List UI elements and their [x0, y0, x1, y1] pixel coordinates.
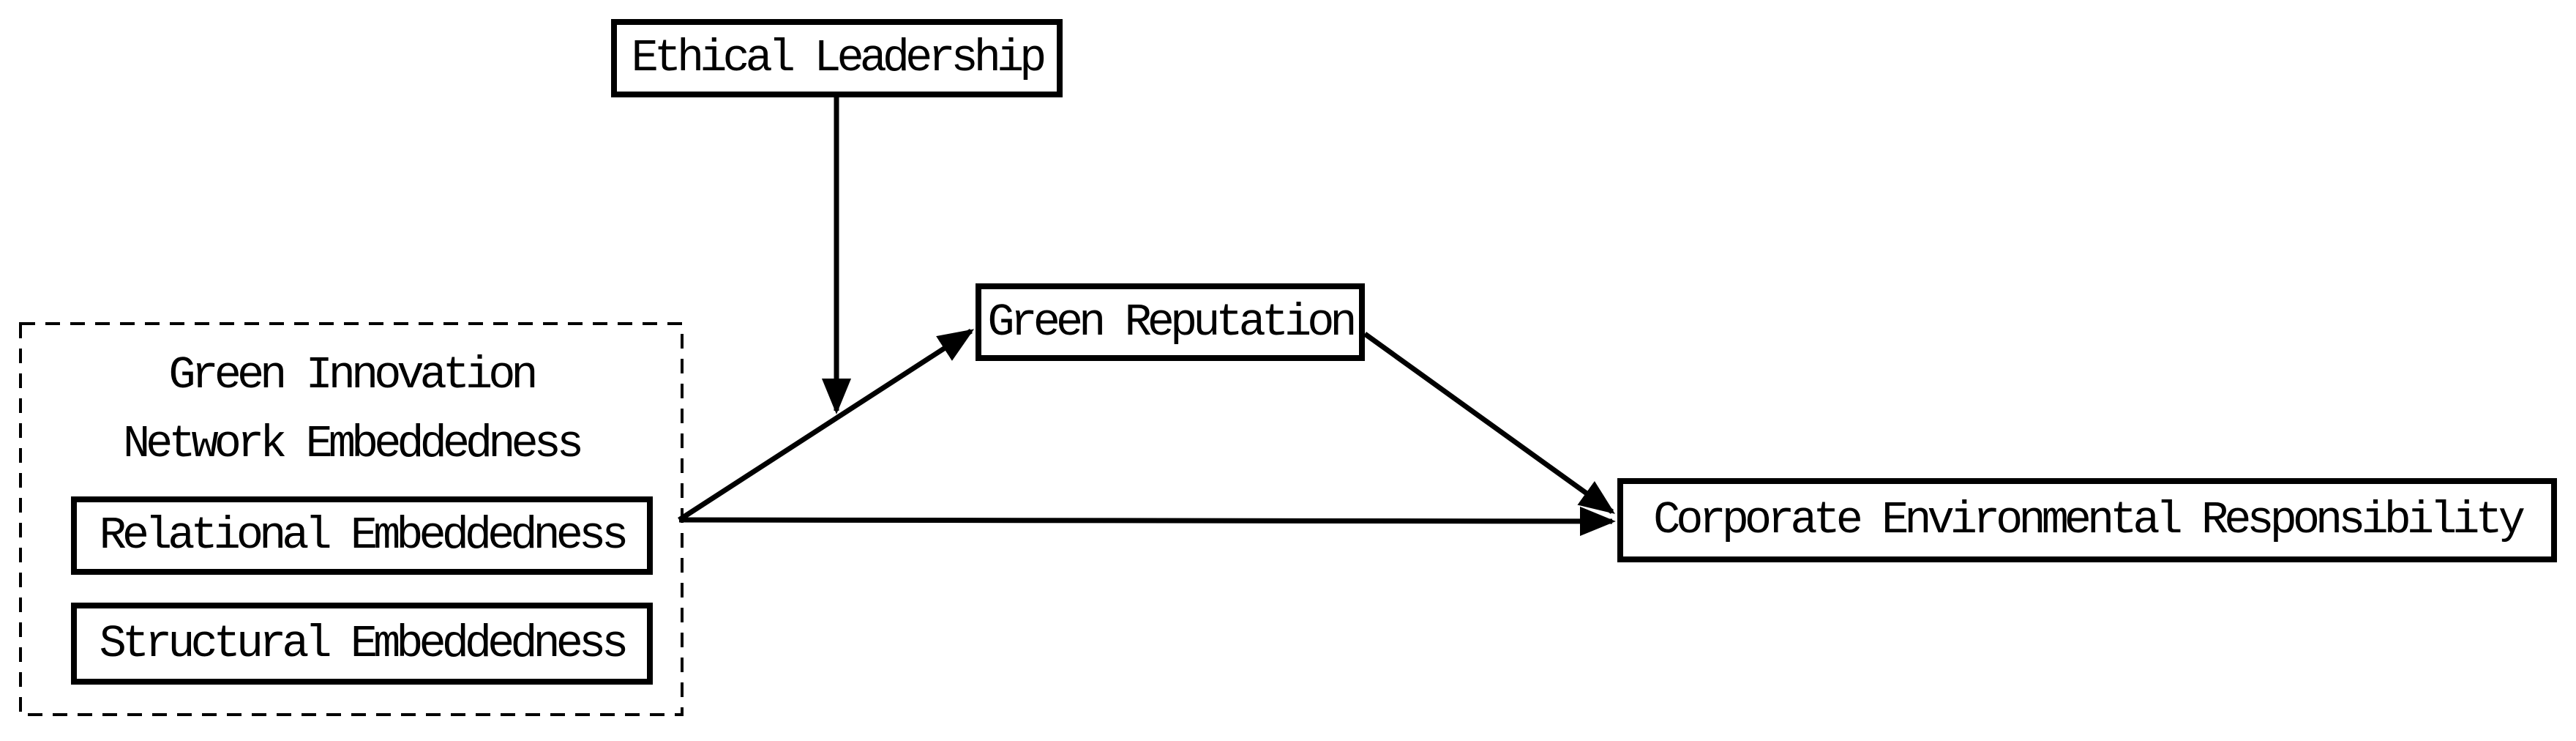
- node-corporate-environmental-responsibility: Corporate Environmental Responsibility: [1617, 478, 2557, 562]
- arrow-embeddedness-to-cer: [678, 506, 1616, 537]
- arrow-embeddedness-to-green-reputation: [678, 329, 975, 522]
- arrow-green-reputation-to-cer: [1363, 332, 1615, 514]
- group-title: Green Innovation Network Embeddedness: [19, 341, 684, 479]
- group-title-line2: Network Embeddedness: [122, 418, 584, 470]
- node-ethical-leadership: Ethical Leadership: [611, 19, 1063, 97]
- node-green-reputation: Green Reputation: [976, 283, 1365, 361]
- node-relational-embeddedness-label: Relational Embeddedness: [99, 510, 629, 562]
- node-relational-embeddedness: Relational Embeddedness: [71, 496, 653, 575]
- node-ethical-leadership-label: Ethical Leadership: [631, 32, 1047, 84]
- node-green-reputation-label: Green Reputation: [987, 296, 1357, 349]
- node-structural-embeddedness: Structural Embeddedness: [71, 603, 653, 685]
- group-green-innovation-network-embeddedness: Green Innovation Network Embeddedness Re…: [19, 322, 684, 716]
- node-cer-label: Corporate Environmental Responsibility: [1653, 494, 2526, 546]
- group-title-line1: Green Innovation: [168, 349, 538, 401]
- node-structural-embeddedness-label: Structural Embeddedness: [99, 617, 629, 670]
